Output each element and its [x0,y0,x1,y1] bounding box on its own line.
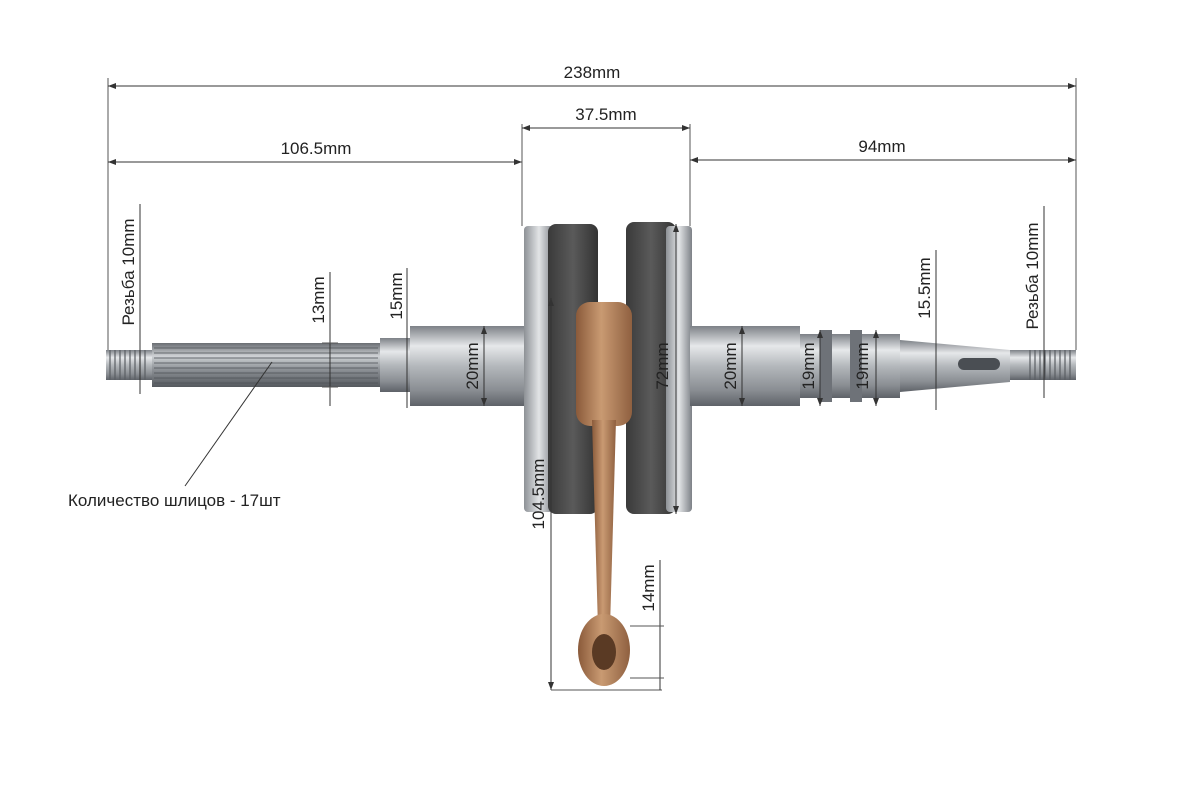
left-journal [410,326,526,406]
right-journal-label: 20mm [721,342,740,389]
groove2-label: 19mm [853,342,872,389]
left-journal-label: 20mm [463,342,482,389]
overall-length-label: 238mm [564,63,621,82]
flywheel-width-label: 37.5mm [575,105,636,124]
left-neck [380,338,410,392]
spline-count-label: Количество шлицов - 17шт [68,491,281,510]
right-thread-label: Резьба 10mm [1023,222,1042,329]
groove-2 [850,330,862,402]
taper-diameter-label: 15.5mm [915,257,934,318]
spline-diameter-label: 13mm [309,276,328,323]
keyway [958,358,1000,370]
right-journal [690,326,800,406]
spline-grooves [154,347,378,384]
rod-beam [592,420,616,628]
left-thread-label: Резьба 10mm [119,218,138,325]
small-end-bore [592,634,616,670]
left-counterweight [548,224,598,514]
right-thread-ridges [1029,350,1071,380]
spline-section [152,343,380,387]
right-taper [900,340,1010,392]
dimension-lines [107,78,1077,691]
left-disk-rim [524,226,554,512]
spline-count-leader [184,361,273,487]
neck-diameter-label: 15mm [387,272,406,319]
left-length-label: 106.5mm [281,139,352,158]
flywheel-diameter-label: 72mm [653,342,672,389]
dimension-labels: 238mm 106.5mm 37.5mm 94mm Резьба 10mm 13… [68,63,1042,612]
right-disk-rim [666,226,692,512]
rod-big-end [576,302,632,426]
small-end-label: 14mm [639,564,658,611]
right-thread [1010,350,1076,380]
right-length-label: 94mm [858,137,905,156]
left-thread [106,350,152,380]
rod-length-label: 104.5mm [529,459,548,530]
groove1-label: 19mm [799,342,818,389]
right-counterweight [626,222,676,514]
groove-1 [820,330,832,402]
crankshaft-part [106,222,1076,686]
